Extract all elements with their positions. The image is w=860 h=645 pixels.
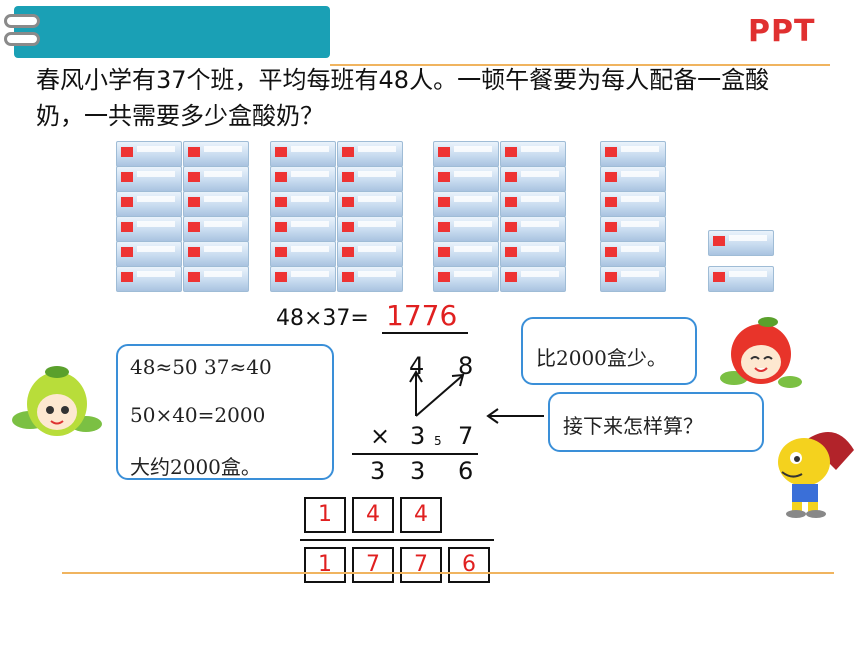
estimate-line-3: 大约2000盒。 [130,455,261,479]
question-bubble [548,392,764,452]
calc-divider [300,539,494,541]
estimate-line-2: 50×40=2000 [130,403,266,427]
calc-divider [352,453,478,455]
title-banner [14,6,330,58]
red-apple-character-icon [720,317,802,388]
partial-product-box: 4 [352,497,394,533]
partial-product-box: 1 [304,497,346,533]
cartoon-character-icon [778,432,854,518]
ppt-logo: PPT [748,14,816,49]
multiply-arrows-icon [409,370,465,417]
result-box: 7 [352,547,394,583]
left-arrow-icon [486,408,544,424]
binder-ring-icon [4,32,40,46]
calc-partial-digit: 6 [458,457,474,485]
equation-answer: 1776 [386,299,458,332]
calc-second-digit: 3 [410,422,426,450]
question-text: 接下来怎样算？ [563,414,703,438]
yogurt-crates-illustration [0,0,860,300]
partial-product-box: 4 [400,497,442,533]
binder-ring-icon [4,14,40,28]
calc-carry-digit: 5 [434,434,442,448]
result-box: 1 [304,547,346,583]
answer-underline [382,332,468,334]
header-divider [330,64,830,66]
estimate-line-1: 48≈50 37≈40 [130,355,272,379]
calc-top-digit: 4 [409,352,425,380]
calc-partial-digit: 3 [370,457,386,485]
equation-expression: 48×37= [276,306,369,331]
result-box: 7 [400,547,442,583]
footer-divider [62,572,834,574]
comparison-text: 比2000盒少。 [536,346,667,370]
estimate-bubble [116,344,334,480]
comparison-bubble [521,317,697,385]
green-apple-character-icon [12,366,102,436]
calc-top-digit: 8 [458,352,474,380]
calc-second-digit: 7 [458,422,474,450]
result-box: 6 [448,547,490,583]
calc-multiply-sign: × [370,422,391,450]
problem-text: 春风小学有37个班，平均每班有48人。一顿午餐要为每人配备一盒酸奶，一共需要多少… [36,66,770,130]
calc-partial-digit: 3 [410,457,426,485]
